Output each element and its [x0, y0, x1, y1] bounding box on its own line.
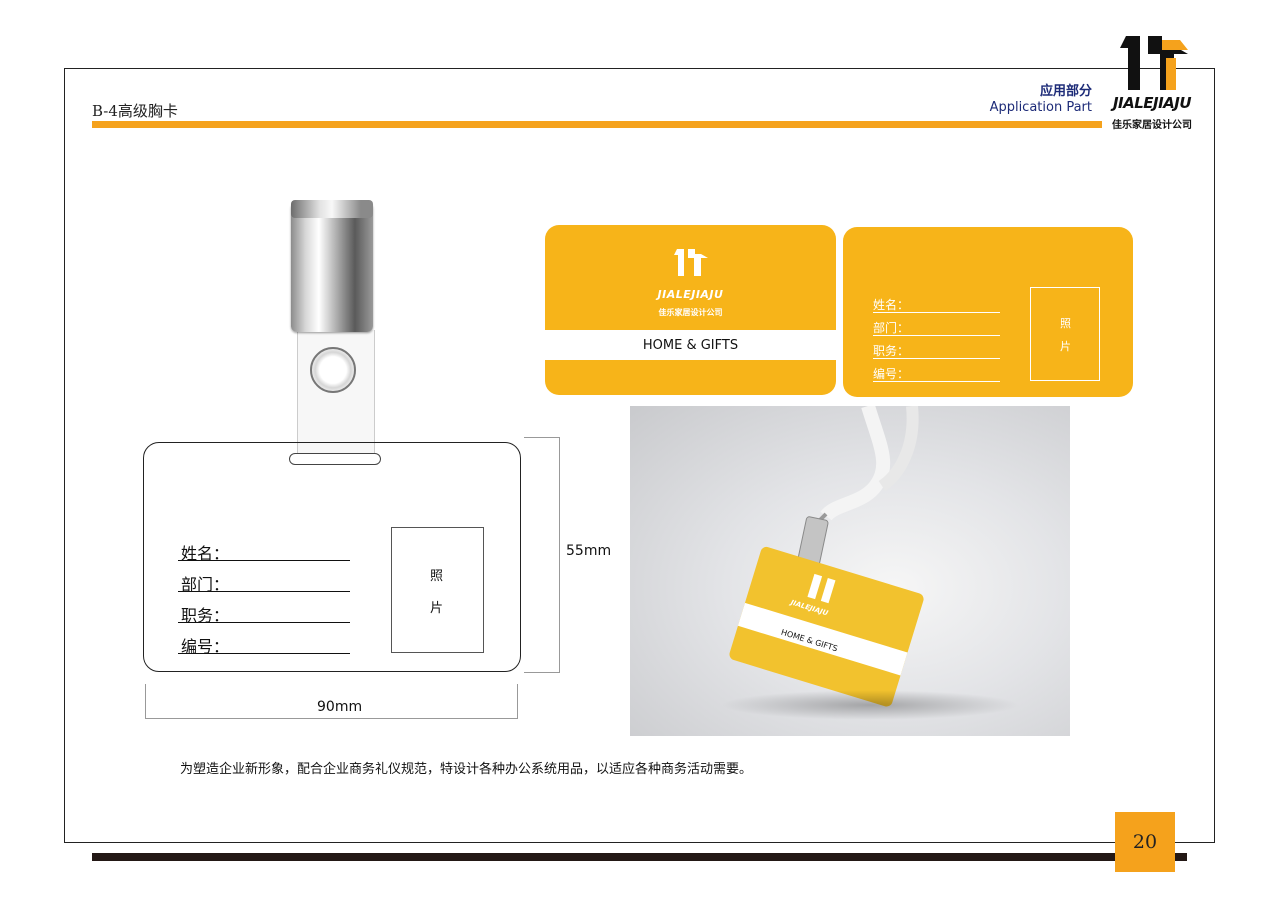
category-cn: 应用部分 — [1039, 84, 1092, 99]
card-front: JIALEJIAJU 佳乐家居设计公司 HOME & GIFTS — [545, 225, 836, 395]
footer-dark-rule — [92, 853, 1187, 861]
dimension-tick — [145, 684, 146, 719]
card-front-subtitle: 佳乐家居设计公司 — [658, 308, 723, 317]
mockup-lanyard-illustration — [729, 406, 924, 707]
back-field-department: 部门： — [873, 321, 910, 335]
width-dimension-line — [145, 718, 517, 719]
back-field-title: 职务： — [873, 344, 910, 358]
card-back: 姓名： 部门： 职务： 编号： 照 片 — [843, 227, 1133, 397]
metal-clip-cap — [291, 200, 373, 218]
dimension-tick — [524, 437, 560, 438]
category-en: Application Part — [989, 100, 1092, 115]
logo-subtitle: 佳乐家居设计公司 — [1112, 120, 1192, 131]
back-field-line — [873, 358, 1000, 359]
strap-slot — [289, 453, 381, 465]
field-label-number: 编号： — [181, 637, 230, 656]
field-line — [178, 591, 350, 592]
page-number: 20 — [1115, 812, 1175, 872]
card-logo-icon — [674, 249, 708, 276]
card-front-wordmark: JIALEJIAJU — [657, 288, 724, 301]
back-field-line — [873, 335, 1000, 336]
snap-button — [310, 347, 356, 393]
badge-mockup-photo: HOME & GIFTS JIALEJIAJU — [630, 406, 1070, 736]
height-label: 55mm — [566, 543, 612, 559]
height-dimension-line — [559, 437, 560, 673]
back-photo-char-2: 片 — [1060, 340, 1071, 353]
frame-top-line — [64, 68, 1214, 69]
frame-right-line — [1214, 68, 1215, 843]
frame-bottom-line — [64, 842, 1215, 843]
section-title: B-4高级胸卡 — [92, 102, 178, 120]
header-orange-rule — [92, 121, 1102, 128]
frame-left-line — [64, 68, 65, 843]
field-line — [178, 653, 350, 654]
logo-wordmark: JIALEJIAJU — [1112, 94, 1192, 112]
back-field-name: 姓名： — [873, 298, 910, 312]
dimension-tick — [517, 684, 518, 719]
photo-char-1: 照 — [430, 569, 444, 584]
back-field-line — [873, 381, 1000, 382]
back-field-line — [873, 312, 1000, 313]
badge-outline — [143, 442, 521, 672]
caption-text: 为塑造企业新形象，配合企业商务礼仪规范，特设计各种办公系统用品，以适应各种商务活… — [180, 762, 753, 777]
back-field-number: 编号： — [873, 367, 910, 381]
mockup-shadow — [720, 690, 1020, 720]
back-photo-box — [1030, 287, 1100, 381]
field-line — [178, 622, 350, 623]
jialejiaju-logo-icon — [1120, 36, 1188, 90]
field-label-department: 部门： — [181, 575, 230, 594]
metal-clip — [291, 202, 373, 332]
photo-box — [391, 527, 484, 653]
dimension-tick — [524, 672, 560, 673]
card-front-band: HOME & GIFTS — [545, 330, 836, 360]
field-line — [178, 560, 350, 561]
field-label-title: 职务： — [181, 606, 230, 625]
back-photo-char-1: 照 — [1060, 317, 1071, 330]
width-label: 90mm — [317, 699, 363, 715]
photo-char-2: 片 — [430, 601, 444, 616]
field-label-name: 姓名： — [181, 544, 230, 563]
